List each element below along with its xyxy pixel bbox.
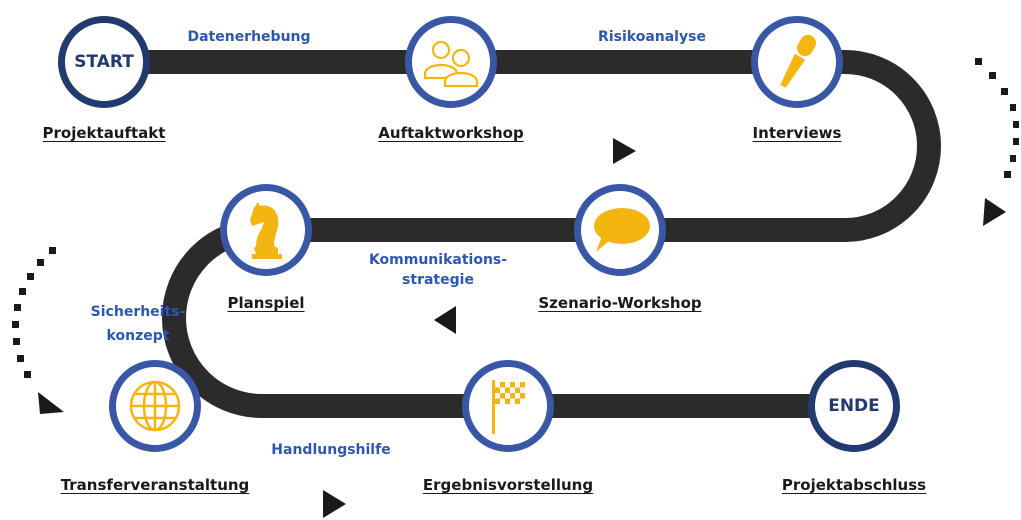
end-node: ENDE [808, 360, 900, 452]
step-label-interviews: Interviews [752, 124, 842, 142]
step-label-szenario-workshop: Szenario-Workshop [538, 294, 702, 312]
phase-label-handlungshilfe: Handlungshilfe [271, 442, 391, 458]
phase-label-datenerhebung: Datenerhebung [187, 29, 311, 45]
step-label-auftaktworkshop: Auftaktworkshop [378, 124, 524, 142]
start-text: START [74, 52, 134, 72]
people-icon [423, 40, 479, 88]
dotted-arrow-left-icon [12, 247, 64, 414]
speech-bubble-icon [594, 208, 650, 252]
step-label-projektabschluss: Projektabschluss [781, 476, 927, 494]
transferveranstaltung-node [109, 360, 201, 452]
step-label-transferveranstaltung: Transferveranstaltung [60, 476, 250, 494]
arrow-right-icon [613, 138, 636, 164]
phase-label-sicherheitskonzept: Sicherheits- konzept [90, 304, 186, 344]
step-label-projektauftakt: Projektauftakt [42, 124, 166, 142]
arrow-left-icon [434, 306, 456, 334]
phase-label-kommunikationsstrategie: Kommunikations- strategie [368, 252, 508, 288]
step-label-ergebnisvorstellung: Ergebnisvorstellung [422, 476, 594, 494]
globe-icon [129, 380, 181, 432]
szenario-workshop-node [574, 184, 666, 276]
interviews-node [751, 16, 843, 108]
start-node: START [58, 16, 150, 108]
microphone-icon [780, 34, 816, 88]
arrow-right-icon [323, 490, 346, 518]
checkered-flag-icon [492, 380, 525, 434]
ergebnisvorstellung-node [462, 360, 554, 452]
chess-knight-icon [250, 202, 282, 259]
step-label-planspiel: Planspiel [227, 294, 305, 312]
planspiel-node [220, 184, 312, 276]
auftaktworkshop-node [405, 16, 497, 108]
phase-label-risikoanalyse: Risikoanalyse [598, 29, 706, 45]
dotted-arrow-right-icon [975, 58, 1019, 226]
end-text: ENDE [828, 396, 880, 416]
